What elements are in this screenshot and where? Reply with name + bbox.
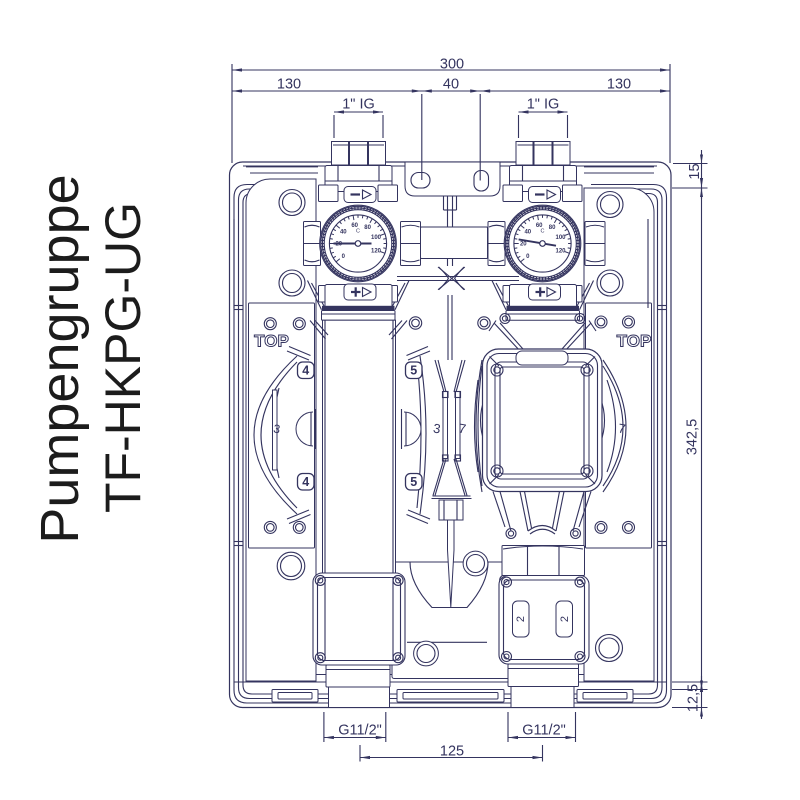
svg-text:2: 2 (559, 616, 571, 622)
svg-text:3: 3 (432, 421, 441, 437)
svg-text:G11/2": G11/2" (338, 723, 382, 739)
svg-text:0: 0 (342, 254, 346, 260)
svg-text:130: 130 (277, 77, 301, 93)
svg-text:2: 2 (515, 616, 527, 622)
svg-text:TOP: TOP (617, 332, 652, 351)
svg-text:130: 130 (607, 77, 631, 93)
svg-text:C: C (356, 229, 360, 235)
svg-text:3: 3 (272, 422, 281, 437)
svg-text:5: 5 (410, 475, 417, 489)
svg-text:1" IG: 1" IG (342, 97, 375, 113)
svg-text:40: 40 (443, 77, 459, 93)
svg-text:60: 60 (351, 223, 358, 229)
svg-text:120: 120 (371, 248, 382, 254)
svg-text:TOP: TOP (254, 332, 289, 351)
svg-text:4: 4 (302, 475, 309, 489)
svg-text:12,5: 12,5 (686, 684, 702, 712)
svg-text:80: 80 (364, 225, 371, 231)
svg-text:100: 100 (371, 235, 382, 241)
svg-text:15: 15 (687, 163, 703, 179)
svg-text:TF-HKPG-UG: TF-HKPG-UG (95, 202, 151, 513)
svg-text:7: 7 (617, 421, 626, 437)
svg-text:7: 7 (458, 421, 467, 437)
svg-text:40: 40 (340, 229, 347, 235)
svg-text:5: 5 (410, 364, 417, 378)
svg-text:125: 125 (440, 744, 464, 760)
svg-text:4: 4 (302, 364, 309, 378)
svg-text:Pumpengruppe: Pumpengruppe (30, 174, 90, 543)
svg-text:20: 20 (335, 242, 342, 248)
svg-text:342,5: 342,5 (685, 419, 701, 455)
svg-text:G11/2": G11/2" (522, 723, 566, 739)
svg-text:300: 300 (440, 57, 464, 73)
